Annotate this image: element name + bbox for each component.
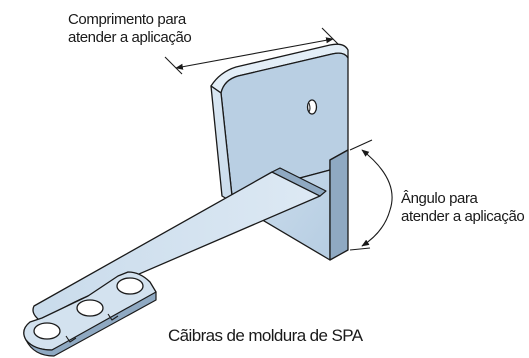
angle-label-line-1: Ângulo para bbox=[401, 190, 478, 207]
angle-dimension bbox=[349, 139, 393, 251]
strap-hole-1-icon bbox=[33, 322, 61, 340]
length-dimension-line bbox=[175, 37, 334, 70]
length-label-line-2: atender a aplicação bbox=[68, 29, 192, 46]
strap-hole-2-icon bbox=[76, 299, 104, 317]
cramp-strap bbox=[23, 167, 327, 357]
length-dimension bbox=[164, 27, 340, 75]
strap-hole-3-icon bbox=[116, 277, 144, 295]
length-label: Comprimento para atender a aplicação bbox=[68, 11, 192, 47]
angle-extension-bottom bbox=[349, 247, 371, 251]
angle-extension-top bbox=[349, 139, 373, 151]
upright-flange bbox=[210, 43, 349, 261]
angle-label: Ângulo para atender a aplicação bbox=[401, 190, 525, 226]
angle-label-line-2: atender a aplicação bbox=[401, 208, 525, 225]
diagram-caption: Cãibras de moldura de SPA bbox=[168, 326, 363, 345]
angle-arc bbox=[361, 149, 393, 247]
mounting-hole-icon bbox=[306, 99, 318, 115]
length-extension-right bbox=[321, 27, 340, 46]
length-label-line-1: Comprimento para bbox=[68, 11, 186, 28]
length-extension-left bbox=[164, 56, 183, 75]
